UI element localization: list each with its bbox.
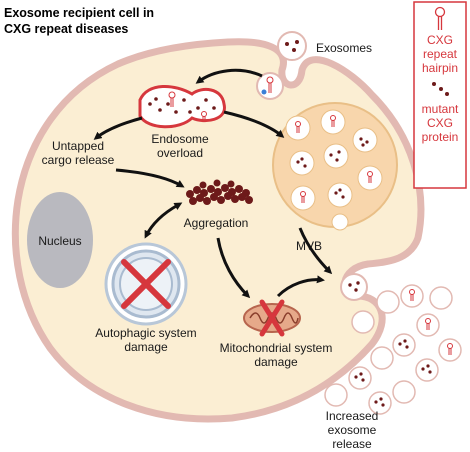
label-autophagic-line-2: damage (124, 340, 168, 354)
arrow-aggregation-autophagic (144, 202, 183, 239)
hairpin-icon (434, 6, 446, 30)
label-endosome-line-2: overload (157, 146, 203, 160)
arrow-endosome-to-mvb (223, 110, 285, 138)
nucleus: Nucleus (27, 192, 93, 288)
label-untapped-line-1: Untapped (52, 139, 104, 153)
legend: CXG repeat hairpin mutant CXG protein (413, 1, 467, 189)
damage-cross-icon (121, 259, 171, 309)
label-release-line-2: exosome (328, 423, 377, 437)
arrow-vesicle-to-endosome (195, 68, 263, 84)
label-release-line-1: Increased (326, 409, 379, 423)
arrows (93, 68, 333, 299)
label-nucleus: Nucleus (38, 234, 81, 248)
label-endosome-line-1: Endosome (151, 132, 209, 146)
legend-hairpin-line-2: repeat (423, 47, 458, 61)
arrow-mito-to-release (276, 275, 325, 298)
exocytosis-vesicle (340, 273, 368, 301)
label-exosomes: Exosomes (316, 41, 372, 55)
title-line-2: CXG repeat diseases (4, 22, 128, 36)
arrow-mvb-to-release (298, 227, 333, 275)
legend-hairpin-line-1: CXG (427, 33, 453, 47)
mito-damage-cross-icon (259, 299, 285, 337)
label-aggregation: Aggregation (184, 216, 249, 230)
label-release-line-3: release (332, 437, 372, 451)
title-line-1: Exosome recipient cell in (4, 6, 154, 20)
label-mitochondrial-line-2: damage (254, 355, 298, 369)
arrow-aggregation-to-mito (216, 237, 251, 299)
arrow-untapped-to-aggregation (115, 168, 185, 188)
protein-icon (432, 82, 449, 96)
arrow-endosome-to-untapped (93, 116, 143, 140)
legend-protein-line-3: protein (422, 130, 459, 144)
receptor-dot (261, 89, 267, 95)
incoming-exosome (277, 31, 307, 61)
endosome (138, 84, 226, 129)
label-mitochondrial-line-1: Mitochondrial system (220, 341, 333, 355)
label-autophagic-line-1: Autophagic system (95, 326, 196, 340)
label-untapped-line-2: cargo release (42, 153, 115, 167)
title: Exosome recipient cell in CXG repeat dis… (4, 6, 154, 36)
legend-hairpin-line-3: hairpin (422, 61, 458, 75)
legend-box (413, 1, 467, 189)
endocytic-vesicle (256, 72, 284, 100)
mvb (272, 102, 398, 231)
aggregate (186, 179, 253, 205)
legend-protein-line-1: mutant (422, 102, 459, 116)
released-exosomes (324, 284, 462, 415)
legend-protein-line-2: CXG (427, 116, 453, 130)
